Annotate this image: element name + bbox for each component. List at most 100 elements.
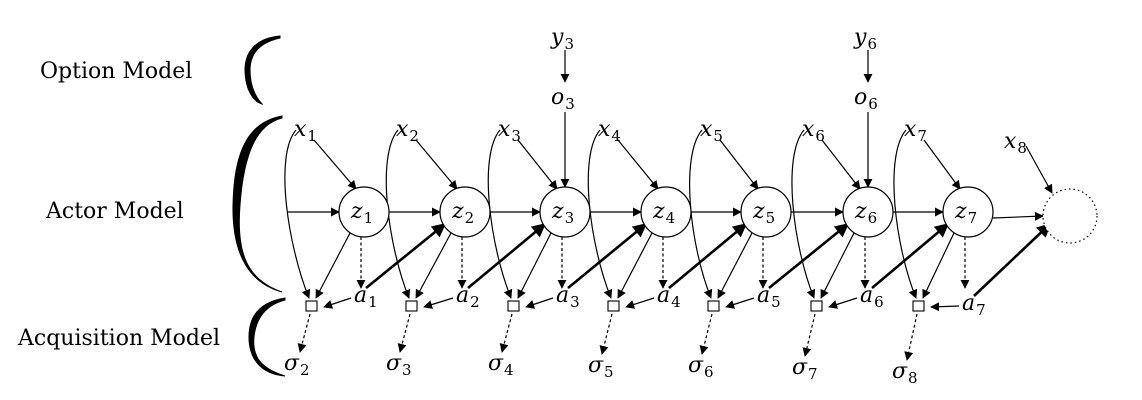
action-a-subscript: 3 [570, 293, 580, 311]
edge-decision-to-sigma [397, 313, 411, 353]
observation-x-symbol: x [294, 117, 307, 142]
option-o: o3 [551, 85, 575, 113]
observation-x-final-subscript: 8 [1017, 139, 1027, 157]
action-a: a3 [556, 283, 580, 311]
latent-z-subscript: 5 [766, 209, 776, 227]
edge-x-to-decision [487, 129, 513, 299]
latent-z-symbol: z [551, 199, 564, 224]
edge-a-to-decision [525, 297, 554, 309]
acquisition-sigma: σ2 [284, 351, 310, 379]
edge-a-to-decision [625, 297, 655, 309]
acquisition-sigma-symbol: σ [284, 351, 300, 376]
edge-z-to-next-z [992, 211, 1044, 221]
observation-x-subscript: 6 [815, 127, 825, 145]
decision-node [305, 300, 318, 312]
latent-z: z3 [551, 199, 574, 227]
edge-z-to-decision [820, 232, 855, 299]
observation-x-symbol: x [802, 117, 815, 142]
latent-state-node [640, 186, 692, 238]
acquisition-sigma-symbol: σ [892, 359, 908, 384]
edge-z-to-decision [315, 232, 351, 299]
edge-x-to-z [719, 139, 759, 190]
option-o-symbol: o [551, 85, 564, 110]
acquisition-sigma: σ4 [488, 351, 514, 379]
option-o-symbol: o [854, 85, 867, 110]
observation-x-symbol: x [396, 117, 409, 142]
latent-z-subscript: 7 [968, 209, 978, 227]
acquisition-sigma: σ3 [386, 351, 412, 379]
acquisition-sigma: σ6 [688, 353, 714, 381]
decision-node [405, 300, 418, 312]
observation-x: x4 [598, 117, 621, 145]
action-a-symbol: a [354, 283, 367, 308]
action-a-subscript: 2 [470, 293, 480, 311]
latent-z-subscript: 2 [465, 209, 475, 227]
edge-decision-to-sigma [699, 313, 713, 355]
acquisition-sigma: σ5 [588, 353, 614, 381]
edge-a-to-decision [323, 297, 352, 309]
decision-node [912, 300, 925, 312]
latent-state-node [842, 186, 894, 238]
latent-state-node [338, 186, 390, 238]
decision-node [707, 300, 720, 312]
option-o: o6 [854, 85, 878, 113]
edge-x-to-z [415, 139, 458, 190]
edge-a-to-next-z [467, 223, 547, 289]
node-layer [305, 186, 1098, 312]
acquisition-sigma-symbol: σ [688, 353, 704, 378]
latent-state-node [539, 186, 591, 238]
acquisition-sigma: σ7 [792, 355, 818, 383]
action-a-subscript: 6 [874, 293, 884, 311]
edge-x-to-decision [284, 129, 311, 299]
action-a-symbol: a [456, 283, 469, 308]
action-a: a5 [757, 283, 781, 311]
edge-decision-to-sigma [599, 313, 613, 355]
edge-x-to-decision [791, 129, 816, 299]
edge-decision-to-sigma [499, 313, 513, 353]
option-y-subscript: 6 [867, 35, 877, 53]
latent-z: z7 [954, 199, 977, 227]
edge-a-to-decision [828, 297, 858, 309]
edge-layer [284, 50, 1053, 361]
action-a-subscript: 4 [671, 293, 681, 311]
action-a: a2 [456, 283, 480, 311]
observation-x-subscript: 2 [409, 127, 419, 145]
observation-x: x7 [904, 117, 927, 145]
latent-z: z1 [350, 199, 373, 227]
action-a: a6 [860, 283, 884, 311]
edge-x-to-final-node [1025, 145, 1053, 194]
edge-z-to-decision [922, 232, 955, 299]
latent-z-subscript: 4 [666, 209, 676, 227]
option-y-symbol: y [853, 25, 867, 50]
option-model-brace [244, 35, 281, 105]
latent-z-subscript: 3 [565, 209, 575, 227]
latent-z: z6 [854, 199, 877, 227]
option-o-subscript: 6 [868, 95, 878, 113]
action-a-symbol: a [962, 291, 975, 316]
observation-x-subscript: 3 [511, 127, 521, 145]
action-a-symbol: a [757, 283, 770, 308]
edge-a-to-next-z [668, 223, 748, 289]
acquisition-sigma-subscript: 3 [402, 361, 412, 379]
observation-x-symbol: x [700, 117, 713, 142]
latent-z: z2 [451, 199, 474, 227]
acquisition-sigma-subscript: 4 [504, 361, 514, 379]
action-a-subscript: 1 [368, 293, 378, 311]
edge-decision-to-sigma [904, 313, 918, 361]
observation-x: x1 [294, 117, 317, 145]
action-a-symbol: a [556, 283, 569, 308]
action-a-subscript: 5 [771, 293, 781, 311]
option-y-subscript: 3 [564, 35, 574, 53]
edge-z-to-decision [517, 232, 552, 299]
latent-state-node [439, 186, 491, 238]
acquisition-sigma-subscript: 7 [808, 365, 818, 383]
edge-z-to-decision [415, 232, 452, 299]
action-a: a1 [354, 283, 378, 311]
edge-a-to-next-z [365, 222, 447, 290]
observation-x: x5 [700, 117, 723, 145]
observation-x-subscript: 7 [917, 127, 927, 145]
edge-a-to-decision [930, 302, 960, 312]
acquisition-sigma-subscript: 6 [704, 363, 714, 381]
decision-node [607, 300, 620, 312]
